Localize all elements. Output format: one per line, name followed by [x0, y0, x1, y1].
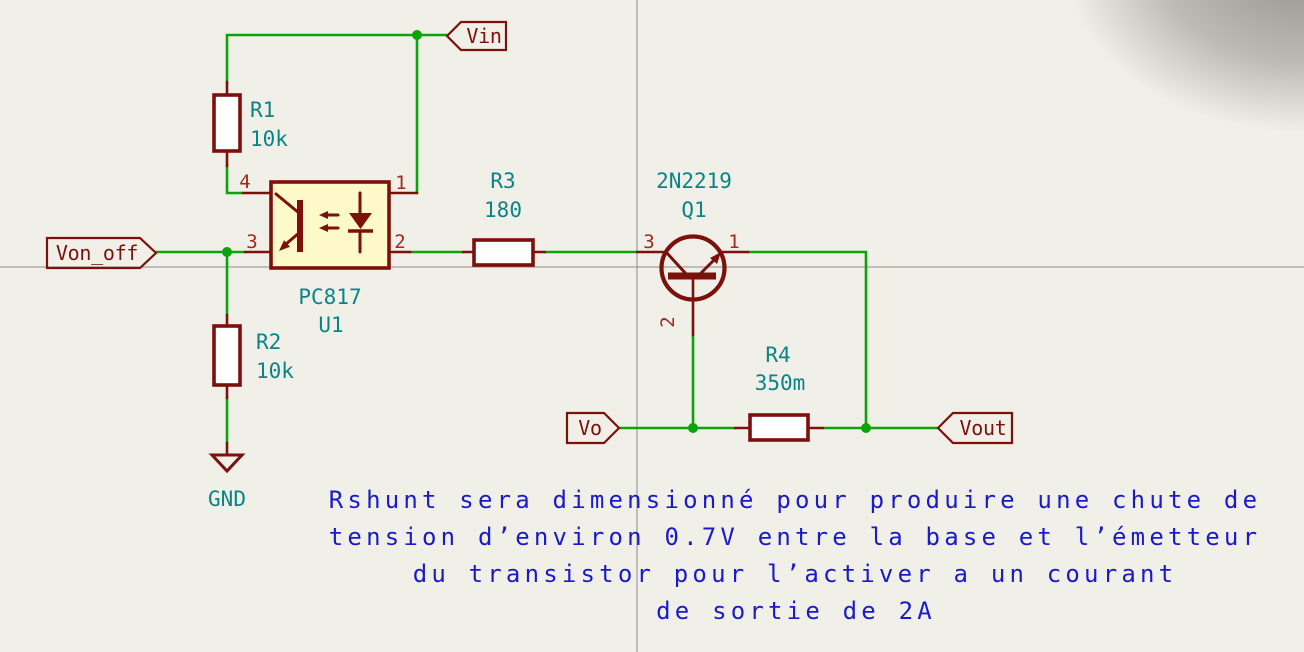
von-off-label-text[interactable]: Von_off — [56, 241, 138, 265]
r2-body[interactable] — [212, 324, 242, 387]
resistor-r2[interactable]: R2 10k — [212, 313, 294, 400]
note-line-4[interactable]: de sortie de 2A — [656, 597, 936, 625]
r1-body[interactable] — [212, 93, 242, 153]
q1-collector-line — [664, 250, 690, 278]
light-arrow-head — [319, 224, 328, 232]
q1-body-circle[interactable] — [659, 234, 727, 302]
r3-reference[interactable]: R3 — [490, 169, 515, 193]
junction-dot — [861, 423, 871, 433]
gnd-label[interactable]: GND — [208, 487, 246, 511]
r4-reference[interactable]: R4 — [765, 343, 790, 367]
light-arrow-head — [319, 211, 328, 219]
vin-label-text[interactable]: Vin — [466, 24, 502, 48]
resistor-r1[interactable]: R1 10k — [212, 80, 288, 168]
q1-emitter-line — [696, 258, 716, 278]
net-label-vout[interactable]: Vout — [936, 411, 1014, 445]
u1-collector-line — [274, 192, 301, 215]
u1-body[interactable] — [269, 180, 391, 270]
note-line-1[interactable]: Rshunt sera dimensionné pour produire un… — [329, 486, 1261, 514]
wire-r1-to-u1-pin4[interactable] — [225, 163, 245, 195]
wire-q1-pin1-to-vout-node[interactable] — [746, 250, 868, 430]
vo-label-text[interactable]: Vo — [578, 416, 602, 440]
note-line-3[interactable]: du transistor pour l’activer a un couran… — [413, 560, 1178, 588]
net-label-vin[interactable]: Vin — [445, 20, 508, 52]
q1-pin3-number: 3 — [643, 231, 654, 253]
u1-pin4-number: 4 — [239, 171, 250, 193]
gnd-power-symbol[interactable]: GND — [208, 441, 246, 511]
u1-emitter-arrowhead — [279, 240, 290, 251]
r1-value[interactable]: 10k — [250, 127, 288, 151]
gnd-triangle — [208, 453, 246, 474]
q1-reference[interactable]: Q1 — [681, 198, 706, 222]
u1-pin3-number: 3 — [246, 231, 257, 253]
r1-reference[interactable]: R1 — [250, 98, 275, 122]
u1-value[interactable]: PC817 — [298, 285, 361, 309]
wires[interactable] — [154, 33, 940, 445]
note-line-2[interactable]: tension d’environ 0.7V entre la base et … — [329, 523, 1261, 551]
optocoupler-u1[interactable]: 4 1 3 2 PC817 U1 — [239, 171, 419, 337]
u1-reference[interactable]: U1 — [318, 313, 343, 337]
vout-label-outline[interactable] — [936, 411, 1014, 445]
u1-pin2-number: 2 — [394, 231, 405, 253]
r2-reference[interactable]: R2 — [256, 330, 281, 354]
net-label-vo[interactable]: Vo — [565, 411, 621, 445]
junction-dot — [412, 30, 422, 40]
u1-emitter-line — [284, 231, 301, 246]
u1-pin1-number: 1 — [395, 172, 406, 194]
vo-label-outline[interactable] — [565, 411, 621, 445]
junction-dot — [222, 247, 232, 257]
vout-label-text[interactable]: Vout — [960, 416, 1007, 440]
u1-led-triangle — [349, 213, 372, 229]
r4-body[interactable] — [748, 413, 810, 442]
vin-label-outline[interactable] — [445, 20, 508, 52]
q1-emitter-arrowhead — [710, 252, 721, 264]
transistor-q1[interactable]: 3 1 2 2N2219 Q1 — [635, 169, 750, 337]
q1-value[interactable]: 2N2219 — [656, 169, 732, 193]
q1-pin2-number: 2 — [657, 316, 679, 327]
net-label-von-off[interactable]: Von_off — [45, 236, 158, 270]
r3-body[interactable] — [472, 238, 535, 267]
von-off-label-outline[interactable] — [45, 236, 158, 270]
r2-value[interactable]: 10k — [256, 359, 294, 383]
junction-dot — [688, 423, 698, 433]
resistor-r3[interactable]: R3 180 — [461, 169, 547, 267]
r3-value[interactable]: 180 — [484, 198, 522, 222]
schematic-note[interactable]: Rshunt sera dimensionné pour produire un… — [329, 486, 1261, 625]
r4-value[interactable]: 350m — [755, 371, 806, 395]
resistor-r4[interactable]: R4 350m — [733, 343, 825, 442]
q1-pin1-number: 1 — [728, 231, 739, 253]
